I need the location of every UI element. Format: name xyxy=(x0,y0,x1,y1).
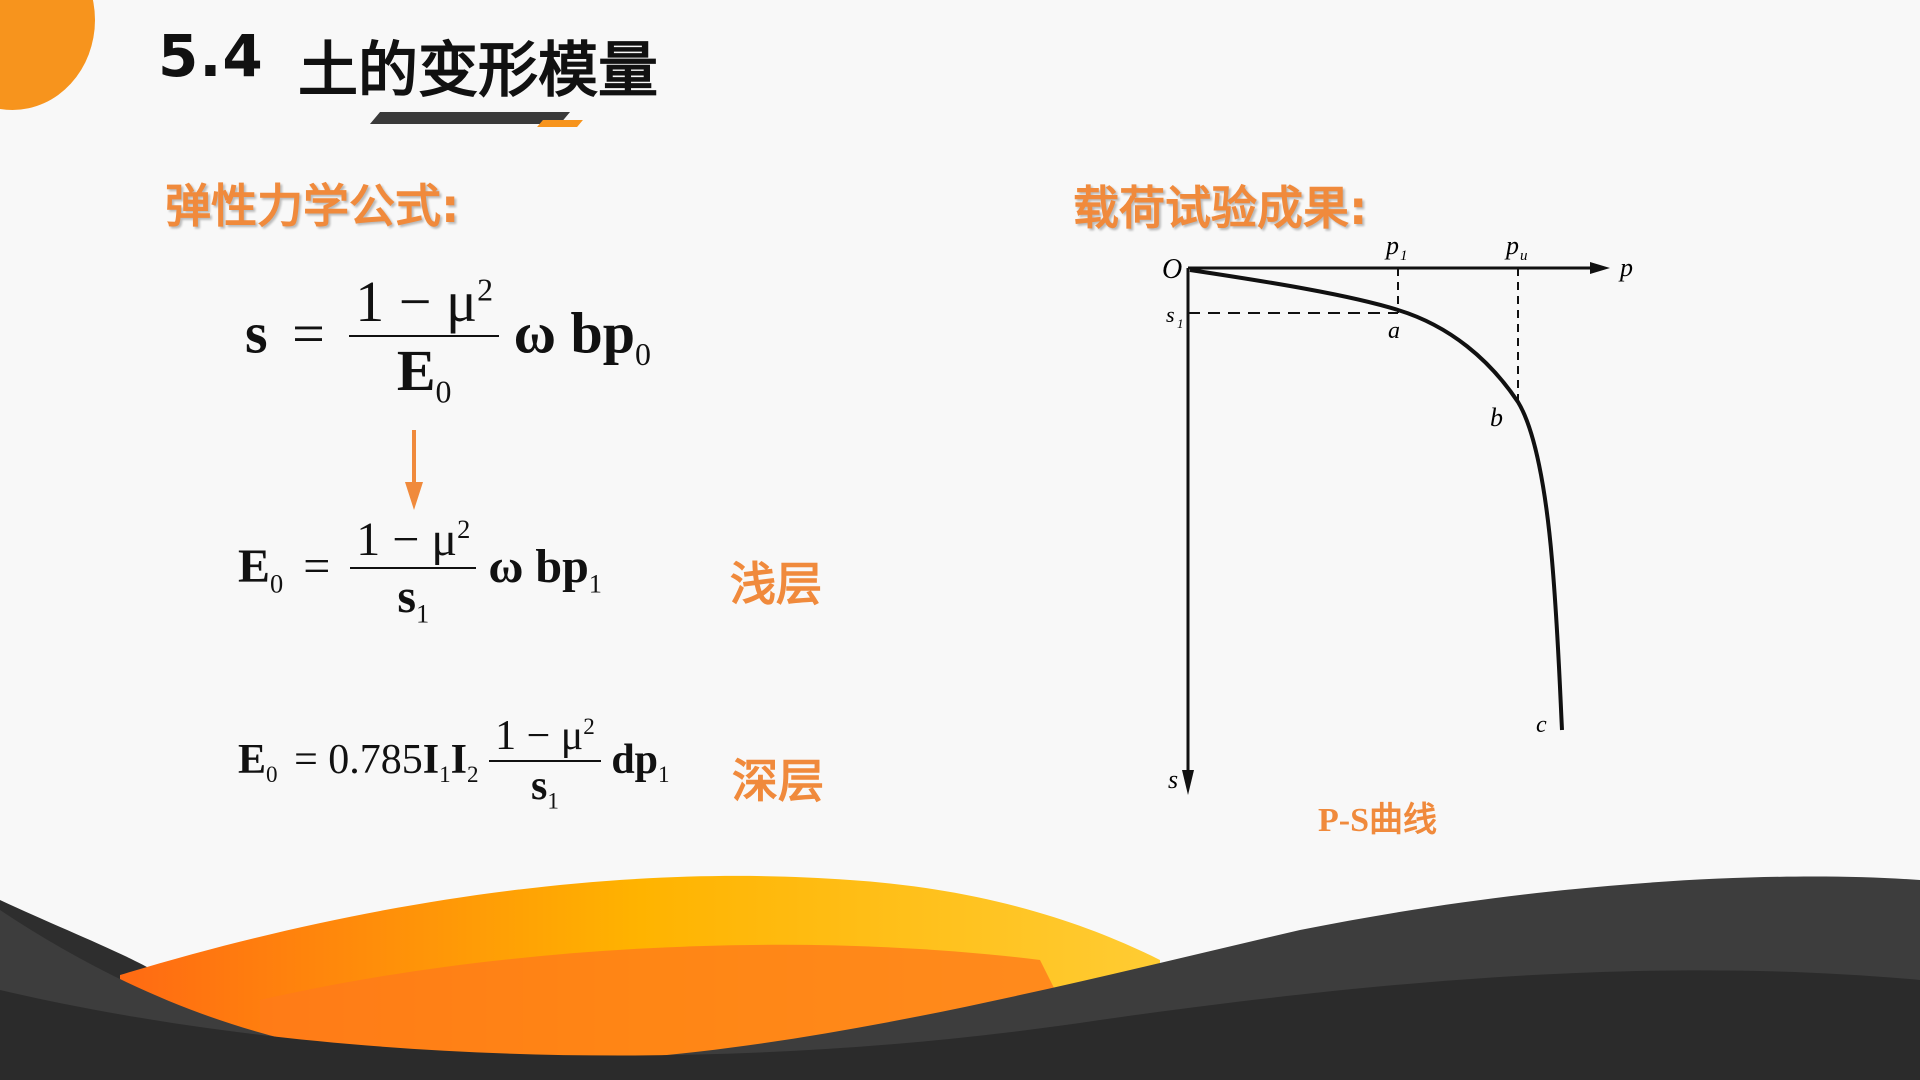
origin-label: O xyxy=(1162,254,1182,285)
slide-title: 土的变形模量 xyxy=(298,36,658,106)
ps-curve-caption: P-S曲线 xyxy=(1318,802,1437,839)
formula2-equals: = xyxy=(303,539,331,593)
formula2-numerator-exp: 2 xyxy=(457,514,471,544)
formula2-fraction: 1 − μ2 s1 xyxy=(350,512,477,630)
formula2-lhs-sub: 0 xyxy=(270,568,284,599)
formula3-i1-sub: 1 xyxy=(439,761,451,788)
formula3-denominator-sub: 1 xyxy=(547,787,559,814)
bottom-wave-decoration xyxy=(0,875,1920,1080)
formula3-i2: I xyxy=(450,736,468,783)
ps-curve xyxy=(1189,268,1564,731)
point-b-label: b xyxy=(1490,403,1503,432)
formula1-denominator-sub: 0 xyxy=(435,374,452,410)
formula1-numerator-exp: 2 xyxy=(477,272,494,308)
label-shallow-layer: 浅层 xyxy=(730,557,822,611)
formula1-rhs-sub: 0 xyxy=(634,337,651,373)
formula-settlement: s = 1 − μ2 E0 ω bp0 xyxy=(245,268,651,411)
s-axis-label: s xyxy=(1168,765,1178,794)
formula2-denominator: s xyxy=(397,570,417,623)
formula1-numerator: 1 − μ xyxy=(355,269,478,334)
corner-decoration xyxy=(0,0,95,110)
elasticity-heading: 弹性力学公式: xyxy=(165,179,460,233)
formula3-lhs: E xyxy=(238,736,267,783)
formula-deep: E0 = 0.785I1I2 1 − μ2 s1 dp1 xyxy=(238,712,670,814)
s1-sub: 1 xyxy=(1177,316,1184,331)
formula2-denominator-sub: 1 xyxy=(416,598,430,629)
formula1-lhs: s xyxy=(245,300,268,366)
p1-label: p xyxy=(1384,231,1399,260)
formula1-denominator: E xyxy=(396,338,436,403)
formula3-i1: I xyxy=(422,736,440,783)
p-axis-label: p xyxy=(1618,253,1633,282)
formula2-rhs: ω bp xyxy=(488,539,589,593)
formula3-denominator: s xyxy=(530,763,548,809)
formula3-equals-coef: = 0.785 xyxy=(294,736,423,783)
formula3-rhs-sub: 1 xyxy=(658,761,670,788)
formula2-lhs: E xyxy=(238,539,271,593)
pu-sub: u xyxy=(1520,248,1528,264)
point-a-label: a xyxy=(1388,318,1400,344)
load-test-heading: 载荷试验成果: xyxy=(1073,181,1368,235)
formula3-i2-sub: 2 xyxy=(467,761,479,788)
formula1-equals: = xyxy=(292,300,325,366)
p1-sub: 1 xyxy=(1400,248,1408,264)
formula3-lhs-sub: 0 xyxy=(266,761,278,788)
down-arrow-icon xyxy=(405,430,423,510)
point-c-label: c xyxy=(1536,712,1547,738)
formula3-numerator-exp: 2 xyxy=(583,713,595,739)
label-deep-layer: 深层 xyxy=(732,754,824,808)
p-axis-arrow-icon xyxy=(1590,262,1610,274)
title-underline-accent xyxy=(537,120,583,127)
formula3-rhs: dp xyxy=(611,736,659,783)
pu-label: p xyxy=(1504,231,1519,260)
formula3-numerator: 1 − μ xyxy=(495,713,584,759)
formula3-fraction: 1 − μ2 s1 xyxy=(489,712,601,814)
formula2-rhs-sub: 1 xyxy=(588,568,602,599)
formula1-fraction: 1 − μ2 E0 xyxy=(349,268,500,411)
s1-label: s xyxy=(1166,302,1175,327)
ps-curve-graph: O p s p 1 p u s 1 a b c xyxy=(1162,231,1633,795)
formula2-numerator: 1 − μ xyxy=(356,513,458,566)
formula-shallow: E0 = 1 − μ2 s1 ω bp1 xyxy=(238,512,602,630)
formula1-rhs: ω bp xyxy=(513,300,635,366)
s-axis-arrow-icon xyxy=(1182,770,1194,795)
section-number: 5.4 xyxy=(158,22,264,90)
